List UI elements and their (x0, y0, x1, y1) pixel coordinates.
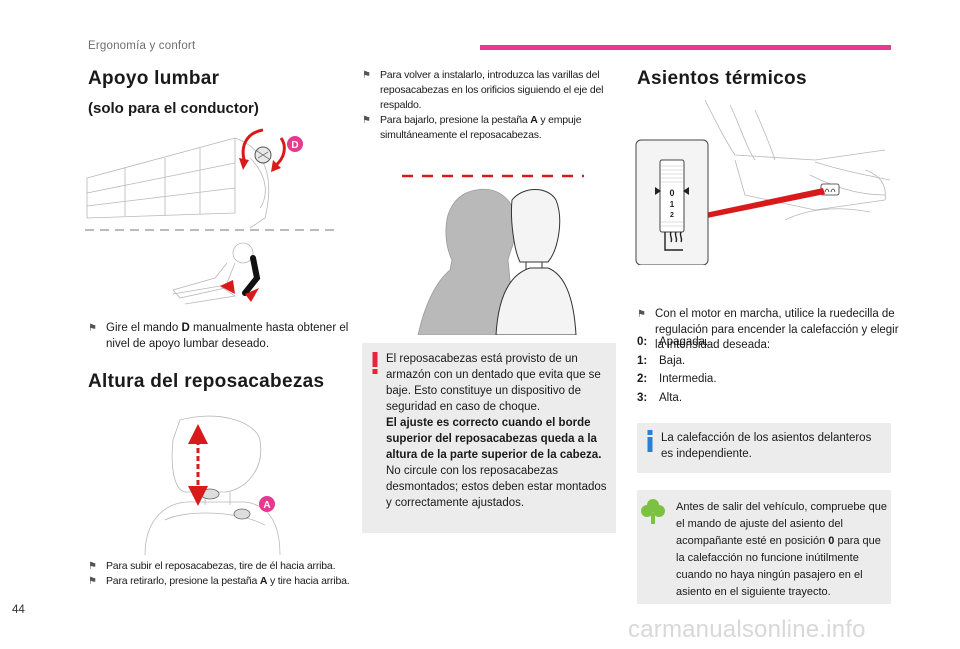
heating-levels-list: 0:Apagada. 1:Baja. 2:Intermedia. 3:Alta. (637, 333, 837, 407)
lumbar-illustration: D (85, 128, 337, 305)
list-item: 2:Intermedia. (637, 373, 717, 385)
warning-exclamation-icon (372, 352, 378, 374)
section-header: Ergonomía y confort (88, 40, 196, 52)
bullet-marker-icon: ⚑ (362, 70, 371, 81)
wheel-label-2: 2 (670, 212, 674, 219)
head-alignment-illustration (402, 174, 584, 335)
heated-seat-illustration: 0 1 2 (635, 100, 891, 265)
info-i-icon (647, 430, 653, 452)
warning-text: El reposacabezas está provisto de un arm… (386, 351, 610, 511)
info-box: La calefacción de los asientos delantero… (637, 423, 891, 473)
bullet-marker-icon: ⚑ (88, 561, 97, 572)
lumbar-title: Apoyo lumbar (88, 68, 220, 89)
callout-a-label: A (263, 500, 270, 511)
callout-a-badge (259, 496, 275, 512)
warning-box: El reposacabezas está provisto de un arm… (362, 343, 616, 533)
list-item: 1:Baja. (637, 354, 686, 367)
page-number: 44 (12, 604, 25, 616)
eco-box: Antes de salir del vehículo, compruebe q… (637, 490, 891, 604)
bullet-marker-icon: ⚑ (637, 309, 646, 320)
heated-seat-icon (664, 231, 683, 251)
header-accent-bar (480, 45, 891, 50)
callout-d-label: D (291, 140, 298, 151)
bullet-reinstall: ⚑ Para volver a instalarlo, introduzca l… (362, 69, 604, 111)
warning-paragraph-3: No circule con los reposacabezas desmont… (386, 465, 607, 509)
list-item: 3:Alta. (637, 391, 683, 404)
list-item: 0:Apagada. (637, 336, 709, 348)
callout-d-badge (287, 136, 303, 152)
bullet-marker-icon: ⚑ (88, 323, 97, 334)
heating-instruction: ⚑ Con el motor en marcha, utilice la rue… (637, 308, 899, 351)
wheel-label-1: 1 (670, 200, 675, 209)
lumbar-instruction: ⚑ Gire el mando D manualmente hasta obte… (88, 322, 349, 350)
heated-seats-title: Asientos térmicos (637, 68, 807, 89)
bullet-lower: ⚑ Para bajarlo, presione la pestaña A y … (362, 114, 582, 141)
wheel-label-0: 0 (669, 188, 674, 198)
headrest-bullets-2: ⚑ Para volver a instalarlo, introduzca l… (362, 68, 616, 143)
bullet-marker-icon: ⚑ (362, 115, 371, 126)
headrest-bullets-1: ⚑ Para subir el reposacabezas, tire de é… (88, 559, 350, 589)
headrest-title: Altura del reposacabezas (88, 371, 325, 392)
headrest-illustration: A (144, 415, 281, 555)
bullet-remove: ⚑ Para retirarlo, presione la pestaña A … (88, 575, 350, 587)
lumbar-knob-icon (254, 146, 272, 164)
warning-paragraph-1: El reposacabezas está provisto de un arm… (386, 353, 601, 413)
lumbar-subtitle: (solo para el conductor) (88, 100, 259, 117)
bullet-marker-icon: ⚑ (88, 576, 97, 587)
info-text: La calefacción de los asientos delantero… (661, 432, 872, 460)
eco-text: Antes de salir del vehículo, compruebe q… (676, 501, 887, 598)
warning-paragraph-2: El ajuste es correcto cuando el borde su… (386, 417, 602, 461)
bullet-raise: ⚑ Para subir el reposacabezas, tire de é… (88, 560, 336, 572)
eco-tree-icon (641, 499, 665, 524)
watermark: carmanualsonline.info (628, 616, 866, 643)
